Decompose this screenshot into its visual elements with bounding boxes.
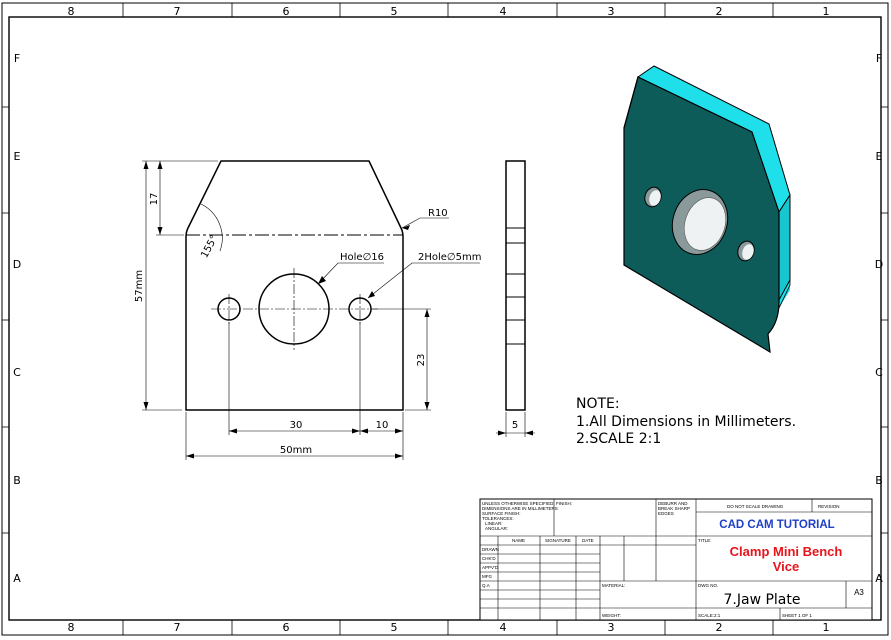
zone-col-8: 8 [68,5,75,18]
zone-ticks [2,3,888,635]
dim-10: 10 [376,420,389,431]
zone-col-3: 3 [608,621,615,634]
dim-radius: R10 [428,208,448,219]
zone-col-6: 6 [283,621,290,634]
dim-17: 17 [149,193,160,206]
zone-row-b: B [875,474,883,487]
label-hole-large: Hole∅16 [340,252,384,263]
zone-row-d: D [875,258,883,271]
plate-outline [185,160,404,411]
tb-revision: REVISION [818,504,840,509]
dimension-lines [142,160,480,460]
tb-spec-5: LINEAR: [485,521,503,526]
dim-thickness: 5 [512,420,518,431]
zone-row-a: A [875,572,883,585]
dim-30: 30 [290,420,303,431]
zone-col-5: 5 [391,5,398,18]
zone-col-4: 4 [500,621,507,634]
tb-row-qa: Q.A [482,583,490,588]
zone-row-f: F [876,52,882,65]
tb-finish: FINISH: [556,501,572,506]
dim-57: 57mm [134,270,145,302]
zone-col-8: 8 [68,621,75,634]
tb-col-signature: SIGNATURE [545,538,571,543]
inner-border [8,16,882,621]
notes-title: NOTE: [576,396,620,412]
dim-50: 50mm [280,445,312,456]
notes-line-1: 1.All Dimensions in Millimeters. [576,414,796,430]
zone-col-1: 1 [823,621,830,634]
side-lines [506,227,525,345]
zone-row-b: B [13,474,21,487]
side-view: 5 [496,160,535,437]
tb-title-line-1: Clamp Mini Bench [730,544,843,559]
zone-row-e: E [876,150,883,163]
tb-col-date: DATE [582,538,594,543]
zone-labels-right: F E D C B A [875,52,883,585]
zone-labels-left: F E D C B A [13,52,21,585]
zone-col-2: 2 [716,5,723,18]
zone-labels-top: 8 7 6 5 4 3 2 1 [68,5,830,18]
tb-weight-label: WEIGHT: [602,613,621,618]
arrowheads [143,161,430,459]
zone-col-1: 1 [823,5,830,18]
tb-size: A3 [854,588,864,597]
zone-row-e: E [14,150,21,163]
tb-dwg-no-label: DWG NO. [698,583,718,588]
tb-spec-6: ANGULAR: [485,526,508,531]
tb-row-appvd: APPV'D [482,565,499,570]
tb-dwg-no: 7.Jaw Plate [724,592,801,608]
tb-do-not-scale: DO NOT SCALE DRAWING [727,504,784,509]
zone-row-c: C [13,366,21,379]
tb-company: CAD CAM TUTORIAL [719,519,834,531]
tb-title-label: TITLE: [698,538,712,543]
zone-labels-bottom: 8 7 6 5 4 3 2 1 [68,621,830,634]
center-lines [211,268,378,350]
tb-row-chkd: CHK'D [482,556,496,561]
zone-row-a: A [13,572,21,585]
zone-col-4: 4 [500,5,507,18]
zone-row-f: F [14,52,20,65]
dim-23: 23 [416,354,427,367]
notes-line-2: 2.SCALE 2:1 [576,431,661,447]
tb-deburr-3: EDGES [658,511,674,516]
tb-deburr-1: DEBURR AND [658,501,688,506]
tb-scale-label: SCALE:2:1 [698,613,721,618]
zone-col-3: 3 [608,5,615,18]
title-block: UNLESS OTHERWISE SPECIFIED: DIMENSIONS A… [479,498,873,621]
isometric-view [623,65,791,354]
tb-deburr-2: BREAK SHARP [658,506,690,511]
zone-col-2: 2 [716,621,723,634]
tb-row-drawn: DRAWN [482,547,499,552]
tb-title-line-2: Vice [773,559,800,574]
dim-angle: 155° [199,234,220,260]
side-outline [505,160,526,411]
zone-col-7: 7 [174,621,181,634]
zone-col-7: 7 [174,5,181,18]
zone-row-c: C [875,366,883,379]
tb-spec-1: UNLESS OTHERWISE SPECIFIED: [482,501,555,506]
tb-spec-3: SURFACE FINISH: [482,511,521,516]
tb-material-label: MATERIAL: [602,583,625,588]
tb-sheet-label: SHEET 1 OF 1 [782,613,812,618]
notes: NOTE: 1.All Dimensions in Millimeters. 2… [576,396,796,447]
zone-col-6: 6 [283,5,290,18]
tb-spec-4: TOLERANCES: [482,516,514,521]
tb-col-name: NAME [512,538,525,543]
zone-row-d: D [13,258,21,271]
tb-spec-2: DIMENSIONS ARE IN MILLIMETERS [482,506,558,511]
label-hole-small: 2Hole∅5mm [418,252,482,263]
zone-col-5: 5 [391,621,398,634]
front-view: 17 57mm 23 30 10 50mm 155° R10 Hole∅16 2… [134,160,482,460]
tb-row-mfg: MFG [482,574,492,579]
